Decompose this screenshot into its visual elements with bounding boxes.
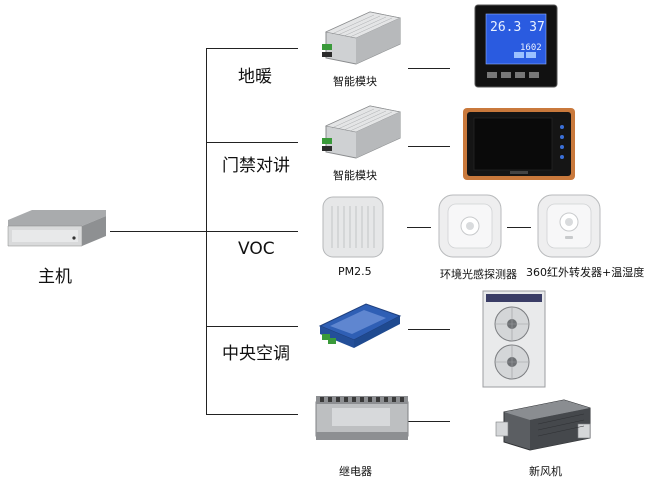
fresh-air-unit — [494, 398, 594, 454]
relay-device — [314, 394, 410, 442]
branch-line-ac — [206, 326, 298, 327]
smart-module-caption: 智能模块 — [333, 169, 377, 182]
link-relay-fresh-air — [408, 421, 450, 422]
branch-label-ac: 中央空调 — [222, 344, 290, 364]
thermostat-lcd-line1: 26.3 37 — [490, 20, 545, 35]
light-sensor — [438, 194, 502, 258]
branch-label-floor-heating: 地暖 — [238, 67, 272, 87]
intercom-monitor — [462, 107, 576, 181]
fresh-air-caption: 新风机 — [529, 465, 562, 478]
branch-line-relay — [206, 414, 298, 415]
host-label: 主机 — [38, 267, 72, 287]
smart-module-caption: 智能模块 — [333, 75, 377, 88]
light-sensor-caption: 环境光感探测器 — [440, 268, 517, 281]
branch-label-intercom: 门禁对讲 — [222, 156, 290, 176]
branch-label-voc: VOC — [238, 239, 275, 259]
host-device — [4, 206, 108, 250]
host-connector — [110, 231, 207, 232]
ac-control-module — [316, 298, 404, 354]
link-module-ac — [408, 329, 450, 330]
link-light-ir — [507, 227, 531, 228]
smart-module-device — [320, 10, 402, 68]
pm25-sensor — [322, 196, 384, 258]
link-module-intercom — [408, 146, 450, 147]
thermostat-panel: 26.3 37 1602 — [474, 4, 558, 88]
pm25-caption: PM2.5 — [338, 265, 372, 278]
smart-module-device — [320, 104, 402, 162]
branch-line-voc — [206, 231, 298, 232]
branch-line-intercom — [206, 142, 298, 143]
relay-caption: 继电器 — [339, 465, 372, 478]
outdoor-ac-unit — [482, 290, 546, 388]
link-module-thermostat — [408, 68, 450, 69]
link-pm25-light — [407, 227, 431, 228]
ir-transponder-caption: 360红外转发器+温湿度 — [526, 266, 645, 279]
thermostat-lcd-line2: 1602 — [520, 43, 542, 53]
ir-transponder — [537, 194, 601, 258]
branch-line-floor-heating — [206, 48, 298, 49]
